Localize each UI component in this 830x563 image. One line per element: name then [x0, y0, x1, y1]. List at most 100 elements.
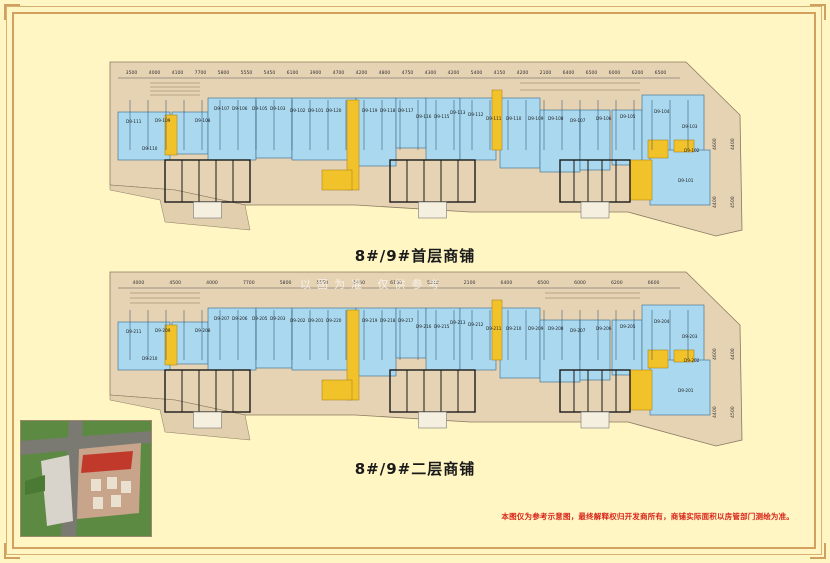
corner-ornament — [4, 543, 20, 559]
unit-label: D9-103 — [682, 124, 698, 129]
shop-unit-area — [459, 307, 497, 371]
dimension-label: 5450 — [353, 280, 365, 286]
side-dimension-label: 4500 — [730, 196, 736, 208]
tower-entrance — [418, 201, 447, 219]
unit-label: D9-120 — [326, 108, 342, 113]
dimension-label: 6100 — [287, 70, 299, 76]
dimension-label: 7700 — [243, 280, 255, 286]
dimension-label: 2100 — [540, 70, 552, 76]
residential-tower — [389, 369, 476, 429]
unit-label: D9-211 — [486, 326, 502, 331]
dimension-label: 6500 — [655, 70, 667, 76]
dimension-label: 5400 — [471, 70, 483, 76]
dimension-label: 4800 — [379, 70, 391, 76]
core-stair-area — [647, 349, 669, 369]
corner-ornament — [810, 543, 826, 559]
unit-label: D9-219 — [362, 318, 378, 323]
dimension-label: 3500 — [126, 70, 138, 76]
core-stair-area — [321, 379, 353, 401]
unit-label: D9-107 — [570, 118, 586, 123]
floor2-walls — [129, 310, 689, 429]
residential-tower — [559, 369, 631, 429]
tower-entrance — [193, 201, 222, 219]
side-dimension-label: 4400 — [730, 348, 736, 360]
shop-unit-area — [425, 97, 461, 161]
dimension-label: 6500 — [586, 70, 598, 76]
floor2-escalator — [130, 292, 640, 304]
side-dimension-label: 4600 — [712, 348, 718, 360]
residential-tower — [164, 369, 251, 429]
unit-label: D9-204 — [654, 319, 670, 324]
dimension-label: 2100 — [464, 280, 476, 286]
shop-unit-area — [649, 149, 711, 206]
unit-label: D9-103 — [270, 106, 286, 111]
inner-frame — [12, 12, 816, 549]
unit-label: D9-207 — [214, 316, 230, 321]
dimension-label: 7700 — [195, 70, 207, 76]
watermark-text: 以图为准 仅供参考 — [300, 278, 446, 291]
residential-tower — [559, 159, 631, 219]
dimension-label: 4300 — [425, 70, 437, 76]
core-stair-area — [673, 139, 695, 153]
dimension-label: 4200 — [356, 70, 368, 76]
shop-unit-area — [395, 307, 427, 359]
dimension-label: 4750 — [402, 70, 414, 76]
core-stair-area — [164, 324, 178, 366]
unit-label: D9-202 — [684, 358, 700, 363]
side-dimension-label: 4400 — [712, 196, 718, 208]
core-stair-area — [346, 309, 360, 401]
shop-unit-area — [207, 97, 257, 161]
unit-label: D9-206 — [596, 326, 612, 331]
unit-label: D9-115 — [434, 114, 450, 119]
floor2-shops — [117, 304, 711, 416]
unit-label: D9-216 — [416, 324, 432, 329]
core-stair-area — [629, 369, 653, 411]
site-location-map — [20, 420, 152, 537]
residential-tower — [164, 159, 251, 219]
core-stair-area — [647, 139, 669, 159]
unit-label: D9-201 — [678, 388, 694, 393]
unit-label: D9-108 — [195, 118, 211, 123]
dimension-label: 4500 — [169, 280, 181, 286]
dimension-label: 5450 — [264, 70, 276, 76]
unit-label: D9-106 — [232, 106, 248, 111]
unit-label: D9-210 — [506, 326, 522, 331]
unit-label: D9-118 — [380, 108, 396, 113]
unit-label: D9-201 — [308, 318, 324, 323]
unit-label: D9-220 — [326, 318, 342, 323]
dimension-label: 6400 — [501, 280, 513, 286]
dimension-label: 5800 — [218, 70, 230, 76]
floor1-shops — [117, 94, 711, 206]
unit-label: D9-111 — [486, 116, 502, 121]
residential-tower — [389, 159, 476, 219]
unit-label: D9-101 — [678, 178, 694, 183]
dimension-label: 6500 — [537, 280, 549, 286]
floor2-podium-front — [109, 394, 251, 441]
unit-label: D9-205 — [620, 324, 636, 329]
unit-label: D9-208 — [548, 326, 564, 331]
floor1-cores — [164, 89, 695, 201]
dimension-label: 4100 — [172, 70, 184, 76]
unit-label: D9-112 — [468, 112, 484, 117]
unit-label: D9-209 — [528, 326, 544, 331]
unit-label: D9-202 — [290, 318, 306, 323]
disclaimer-note: 本图仅为参考示意图，最终解释权归开发商所有，商铺实际面积以房管部门测绘为准。 — [501, 512, 794, 521]
shop-unit-area — [355, 97, 397, 167]
dimension-label: 4200 — [448, 70, 460, 76]
outer-frame — [6, 6, 822, 555]
tower-entrance — [418, 411, 447, 429]
unit-label: D9-215 — [434, 324, 450, 329]
unit-label: D9-110 — [506, 116, 522, 121]
dimension-label: 6600 — [648, 280, 660, 286]
shop-unit-area — [207, 307, 257, 371]
unit-label: D9-107 — [214, 106, 230, 111]
core-stair-area — [629, 159, 653, 201]
shop-unit-area — [611, 109, 643, 166]
floor2-cores — [164, 299, 695, 411]
core-stair-area — [491, 89, 503, 151]
unit-label: D9-218 — [380, 318, 396, 323]
unit-label: D9-105 — [620, 114, 636, 119]
corner-ornament — [4, 4, 20, 20]
dimension-label: 4200 — [517, 70, 529, 76]
